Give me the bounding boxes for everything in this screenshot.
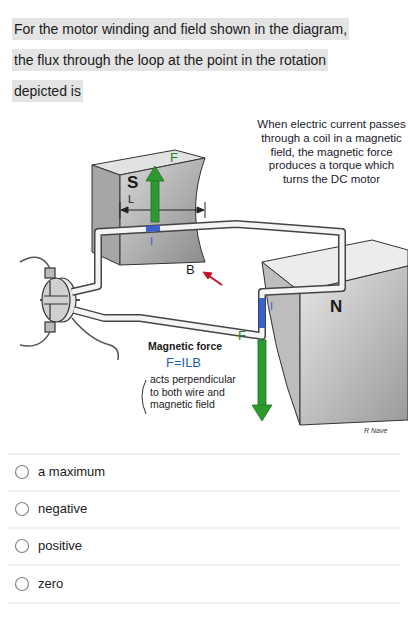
force-arrow-up <box>151 180 159 222</box>
force-arrow-down <box>252 340 272 421</box>
force-arrow-up <box>146 166 164 222</box>
note-bracket <box>142 380 146 414</box>
length-dimension <box>121 207 128 213</box>
length-dimension <box>197 207 204 213</box>
s-pole-magnet <box>120 158 205 265</box>
force-arrow-down <box>258 340 266 406</box>
force-label: F <box>238 328 246 344</box>
pole-label: S <box>127 173 138 193</box>
formula: F=ILB <box>166 355 201 371</box>
pole-label: N <box>330 297 342 317</box>
coil-loop <box>259 298 265 328</box>
commutator <box>45 268 55 278</box>
question-block: For the motor winding and field shown in… <box>12 14 364 107</box>
current-label: I <box>270 300 273 313</box>
description-text: When electric current passes through a c… <box>257 118 406 187</box>
answer-option: positive <box>38 538 82 554</box>
force-label: F <box>170 150 178 166</box>
radio-buttons <box>16 466 29 479</box>
radio-buttons <box>16 578 29 591</box>
commutator <box>72 318 118 360</box>
commutator <box>20 257 50 346</box>
commutator <box>44 296 68 304</box>
commutator <box>20 257 118 360</box>
field-arrow <box>203 272 222 285</box>
field-arrow <box>209 276 222 285</box>
radio-buttons <box>16 503 29 516</box>
credit-watermark: R Nave <box>364 427 387 435</box>
force-arrow-up <box>146 166 164 181</box>
answer-option: a maximum <box>38 464 105 480</box>
commutator <box>45 322 55 332</box>
answer-separators <box>8 454 400 603</box>
answer-option: negative <box>38 501 87 517</box>
commutator <box>42 278 70 322</box>
commutator <box>49 281 50 319</box>
coil-loop <box>146 228 160 229</box>
answer-separators <box>8 454 400 603</box>
field-arrow <box>203 272 212 279</box>
question-text: For the motor winding and field shown in… <box>12 18 349 102</box>
note-text: acts perpendicular to both wire and magn… <box>150 373 246 411</box>
note-heading: Magnetic force <box>148 340 222 353</box>
radio-buttons <box>16 466 29 591</box>
current-label: I <box>150 235 153 248</box>
radio-buttons <box>16 540 29 553</box>
coil-loop <box>72 224 342 336</box>
coil-loop <box>72 224 342 336</box>
field-label: B <box>186 262 195 278</box>
answer-option: zero <box>38 576 63 592</box>
s-pole-magnet <box>92 150 205 265</box>
force-arrow-down <box>252 405 272 421</box>
length-label: L <box>128 193 134 206</box>
coil-loop <box>72 224 342 336</box>
n-pole-magnet <box>262 240 408 425</box>
